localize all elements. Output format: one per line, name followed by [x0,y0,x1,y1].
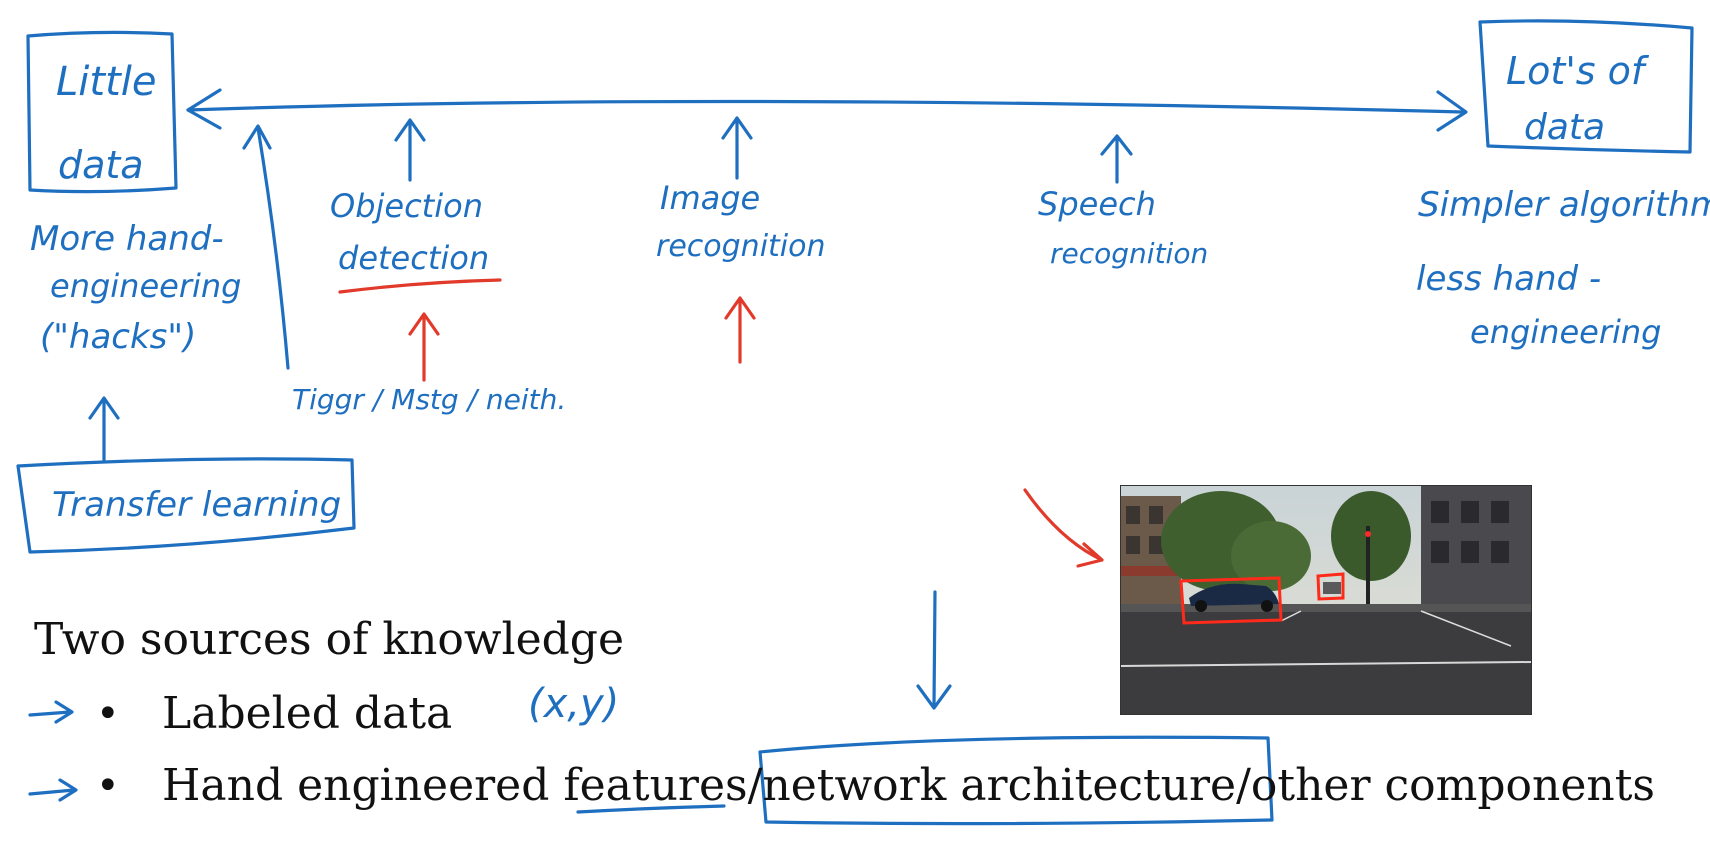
label-engineering-right: engineering [1470,313,1662,351]
arrow-up-object-detection [394,118,426,182]
arrow-up-speech-recognition [1100,134,1133,184]
label-objection: Objection [330,187,483,225]
features-underline [576,804,726,814]
object-detection-underline [338,278,502,294]
bullet-dot-2: • [96,763,120,809]
label-engineering-left: engineering [50,267,242,305]
label-recognition-speech: recognition [1050,237,1209,270]
label-little: Little [56,59,157,105]
label-simpler-algorithms: Simpler algorithms [1418,185,1710,225]
street-scene-photo [1120,485,1532,715]
lots-of-data-box [1478,19,1694,154]
bullet-hand-engineered: Hand engineered features/network archite… [162,764,1655,808]
arrow-down-to-network [916,590,952,710]
label-tiny-labels: Tiggr / Mstg / neith. [292,383,567,416]
label-hacks: ("hacks") [40,317,197,357]
arrow-bullet-1 [28,700,74,724]
bullet-labeled-data: Labeled data [162,688,453,739]
left-arrowhead [186,88,222,130]
separator-1: / [747,760,763,811]
features-text: features [563,760,748,811]
arrow-bullet-2 [28,778,78,802]
little-data-box [26,30,178,194]
label-speech: Speech [1038,185,1156,223]
label-less-hand: less hand - [1416,259,1602,299]
other-components-text: /other components [1236,760,1655,811]
photo-graphic [1121,486,1531,714]
label-more-hand: More hand- [30,219,224,259]
red-arrow-to-photo [1023,488,1104,568]
hand-engineered-text: Hand engineered [162,760,564,811]
bullet-dot-1: • [96,691,120,737]
label-data-right: data [1524,107,1606,148]
network-architecture-box [758,735,1274,826]
label-transfer-learning: Transfer learning [52,485,342,525]
label-image: Image [660,179,761,217]
right-arrowhead [1436,90,1468,132]
network-architecture-text: network architecture [762,760,1237,811]
label-recognition-image: recognition [656,229,826,264]
label-lots-of: Lot's of [1506,49,1645,93]
spectrum-arrow-line [186,99,1464,114]
transfer-learning-box [16,457,356,554]
arrow-up-image-recognition [721,116,753,180]
arrow-up-from-transfer [88,396,120,462]
heading-two-sources: Two sources of knowledge [34,614,625,665]
label-xy: (x,y) [528,681,620,727]
label-data-left: data [58,143,144,187]
arrow-up-tiny-labels [242,124,290,370]
red-arrow-object-detection [408,312,440,382]
label-detection: detection [338,239,490,277]
red-arrow-image-recognition [724,296,756,364]
